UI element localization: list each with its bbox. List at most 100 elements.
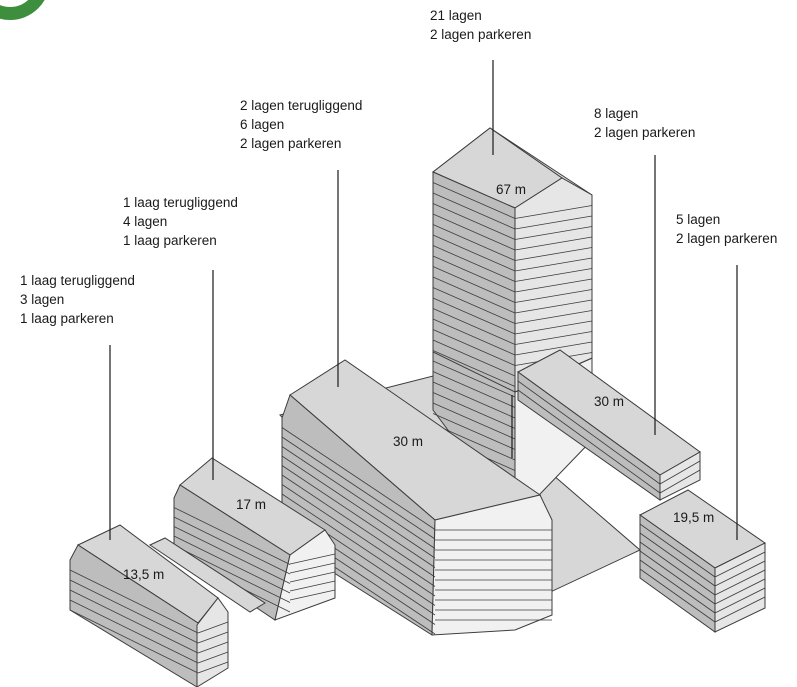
corner-building [639, 489, 766, 633]
floor-line [432, 224, 516, 261]
floor-line [714, 551, 766, 578]
floor-line [197, 641, 229, 654]
floor-line [197, 621, 229, 634]
floor-line [432, 287, 516, 324]
height-label-f: 19,5 m [673, 510, 715, 525]
floor-line [432, 234, 516, 272]
floor-line [714, 596, 766, 623]
floor-line [514, 278, 593, 293]
annotation-line: 1 laag terugliggend [123, 195, 238, 210]
floor-line [69, 579, 199, 644]
floor-line [69, 589, 199, 654]
floor-line [289, 571, 336, 583]
floor-line [289, 562, 336, 574]
height-label-e: 30 m [594, 394, 625, 409]
floor-line [514, 310, 593, 324]
floor-line [432, 381, 516, 419]
building-17m [173, 457, 336, 621]
annotation-line: 3 lagen [20, 292, 65, 307]
annotation-line: 5 lagen [676, 212, 721, 227]
annotation-line: 2 lagen terugliggend [240, 98, 363, 113]
annotation-building-b: 1 laag terugliggend 4 lagen 1 laag parke… [123, 193, 238, 250]
slab-right-building [517, 349, 701, 501]
floor-line [432, 213, 516, 251]
floor-line [432, 413, 516, 450]
annotation-line: 2 lagen parkeren [430, 27, 532, 42]
floor-line [639, 550, 716, 605]
annotation-line: 4 lagen [123, 214, 168, 229]
building-13-5m [69, 524, 266, 687]
central-building [281, 359, 553, 636]
floor-line [659, 469, 701, 494]
floor-line [514, 268, 593, 282]
floor-line [432, 203, 516, 240]
annotation-building-c: 2 lagen terugliggend 6 lagen 2 lagen par… [240, 96, 362, 153]
floor-line [281, 427, 436, 530]
floor-line [173, 535, 291, 594]
height-label-d: 67 m [496, 182, 527, 197]
floor-line [432, 276, 516, 314]
height-label-c: 30 m [393, 434, 424, 449]
height-label-b: 17 m [236, 497, 267, 512]
floor-line [432, 192, 516, 230]
annotation-line: 2 lagen parkeren [676, 231, 778, 246]
floor-line [281, 474, 436, 578]
annotation-line: 1 laag terugliggend [20, 273, 135, 288]
floor-line [432, 371, 516, 408]
floor-line [514, 257, 593, 272]
floor-line [281, 493, 436, 597]
floor-line [69, 609, 199, 674]
floor-line [714, 569, 766, 596]
floor-line [659, 460, 701, 485]
height-label-a: 13,5 m [123, 567, 165, 582]
floor-line [514, 341, 593, 356]
floor-line [714, 560, 766, 587]
floor-line [432, 266, 516, 303]
annotation-building-a: 1 laag terugliggend 3 lagen 1 laag parke… [20, 271, 135, 328]
floor-line [432, 329, 516, 366]
floor-line [289, 553, 336, 565]
floor-line [714, 587, 766, 614]
floor-line [514, 215, 593, 230]
floor-line [432, 402, 516, 440]
annotation-line: 2 lagen parkeren [594, 125, 696, 140]
floor-line [69, 599, 199, 664]
annotation-line: 21 lagen [430, 8, 482, 23]
floor-line [639, 523, 716, 578]
floor-line [432, 308, 516, 345]
annotation-line: 1 laag parkeren [123, 233, 217, 248]
annotation-line: 1 laag parkeren [20, 311, 114, 326]
annotation-line: 2 lagen parkeren [240, 136, 342, 151]
floor-line [639, 541, 716, 596]
tower-building [432, 127, 593, 522]
floor-line [639, 568, 716, 623]
floor-line [197, 631, 229, 644]
floor-line [514, 331, 593, 345]
annotation-building-f: 5 lagen 2 lagen parkeren [676, 210, 777, 248]
floor-line [514, 289, 593, 303]
annotation-building-e: 8 lagen 2 lagen parkeren [594, 104, 695, 142]
floor-line [281, 484, 436, 587]
floor-line [517, 389, 661, 494]
floor-line [173, 516, 291, 575]
floor-line [639, 532, 716, 587]
floor-line [432, 318, 516, 356]
floor-line [281, 455, 436, 559]
floor-line [289, 580, 336, 592]
floor-line [432, 350, 516, 387]
annotation-building-d: 21 lagen 2 lagen parkeren [430, 6, 531, 44]
floor-line [639, 559, 716, 614]
floor-line [514, 226, 593, 240]
floor-line [289, 589, 336, 601]
annotation-line: 8 lagen [594, 106, 639, 121]
floor-line [69, 569, 199, 634]
floor-line [197, 651, 229, 664]
floor-line [432, 182, 516, 219]
floor-line [517, 380, 661, 485]
floor-line [173, 526, 291, 584]
floor-line [173, 545, 291, 603]
floor-line [432, 339, 516, 377]
floor-line [514, 320, 593, 335]
